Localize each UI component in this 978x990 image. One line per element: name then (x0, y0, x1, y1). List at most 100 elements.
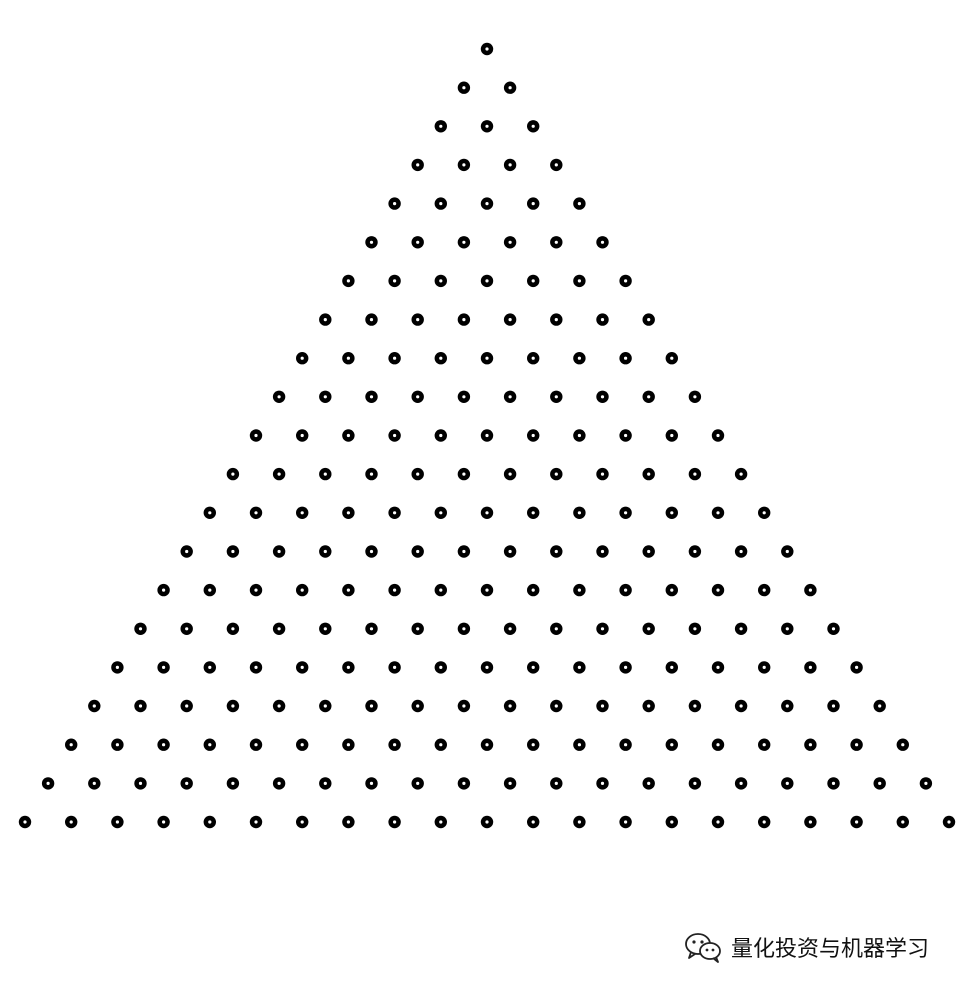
dot (249, 506, 263, 519)
dot (342, 738, 355, 751)
dot (550, 622, 563, 635)
dot (457, 313, 471, 326)
dot (411, 158, 424, 172)
dot (527, 583, 540, 597)
dot (411, 390, 424, 403)
dot (758, 506, 771, 519)
dot (665, 815, 678, 829)
dot (480, 815, 494, 829)
dot (527, 661, 540, 674)
dot (388, 583, 401, 597)
dot (457, 777, 471, 790)
dot (503, 390, 517, 403)
dot (272, 622, 286, 635)
dot (642, 699, 655, 713)
dot (296, 506, 309, 519)
dot (434, 274, 447, 288)
dot (619, 738, 632, 751)
dot (804, 661, 817, 674)
dot (619, 274, 632, 288)
dot (573, 661, 586, 674)
dot (457, 236, 471, 249)
dot (642, 545, 655, 558)
dot (249, 583, 263, 597)
dot (272, 777, 286, 790)
dot (527, 429, 540, 442)
dot (342, 661, 355, 674)
dot (480, 274, 494, 288)
dot (411, 467, 424, 481)
dot (942, 815, 956, 829)
dot (711, 738, 725, 751)
dot (411, 313, 424, 326)
dot (665, 738, 678, 751)
dot (642, 622, 655, 635)
dot (596, 390, 609, 403)
dot (157, 583, 170, 597)
dot (226, 699, 240, 713)
dot (434, 120, 447, 133)
dot (665, 429, 678, 442)
dot (388, 506, 401, 519)
dot (342, 506, 355, 519)
dot (434, 429, 447, 442)
dot (203, 661, 216, 674)
dot (157, 661, 170, 674)
dot (111, 815, 124, 829)
dot (550, 777, 563, 790)
dot (272, 699, 286, 713)
dot (365, 467, 378, 481)
dot (688, 390, 702, 403)
dot (711, 506, 725, 519)
dot (503, 158, 517, 172)
dot (642, 467, 655, 481)
dot (296, 429, 309, 442)
dot (296, 815, 309, 829)
dot (503, 313, 517, 326)
dot (619, 815, 632, 829)
dot (342, 352, 355, 365)
dot (827, 777, 840, 790)
dot (480, 583, 494, 597)
dot (596, 236, 609, 249)
dot (342, 583, 355, 597)
dot (65, 738, 78, 751)
dot (434, 352, 447, 365)
dot (503, 236, 517, 249)
dot (388, 815, 401, 829)
dot-array (18, 42, 956, 829)
dot (688, 699, 702, 713)
dot (411, 545, 424, 558)
dot (850, 815, 863, 829)
dot (434, 583, 447, 597)
dot (711, 661, 725, 674)
dot (18, 815, 32, 829)
dot (711, 429, 725, 442)
dot (249, 661, 263, 674)
dot (388, 429, 401, 442)
dot (527, 815, 540, 829)
dot (896, 815, 909, 829)
dot (111, 738, 124, 751)
dot (480, 120, 494, 133)
dot (272, 545, 286, 558)
dot (527, 197, 540, 210)
dot (388, 352, 401, 365)
dot (388, 197, 401, 210)
dot (550, 699, 563, 713)
dot (550, 390, 563, 403)
dot (711, 815, 725, 829)
dot (249, 429, 263, 442)
dot (596, 699, 609, 713)
watermark-text: 量化投资与机器学习 (731, 937, 930, 962)
dot (734, 622, 748, 635)
dot (758, 661, 771, 674)
dot (88, 699, 101, 713)
dot (365, 236, 378, 249)
dot (434, 661, 447, 674)
dot (411, 777, 424, 790)
dot (596, 313, 609, 326)
dot (619, 352, 632, 365)
dot (365, 622, 378, 635)
